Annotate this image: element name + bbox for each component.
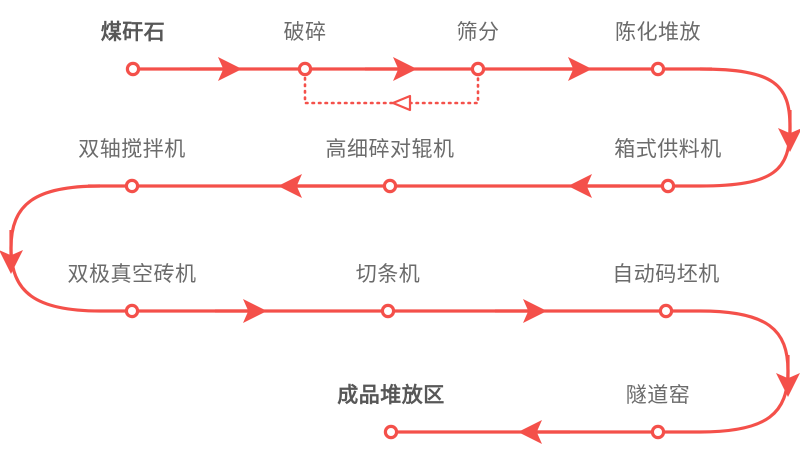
row-1-connectors <box>133 57 800 188</box>
process-node-label: 破碎 <box>283 21 327 44</box>
feedback-loop-connector <box>303 70 480 112</box>
process-node-circle[interactable] <box>125 61 141 77</box>
feedback-hollow-arrowhead <box>391 94 412 112</box>
uturn-left <box>9 184 101 313</box>
uturn-right-bottom <box>699 309 790 434</box>
process-node-label: 煤矸石 <box>100 21 166 44</box>
process-node-circle[interactable] <box>124 303 140 319</box>
process-node-label: 切条机 <box>355 263 421 286</box>
process-node-label: 筛分 <box>456 21 500 44</box>
row-3-connectors <box>100 299 800 434</box>
process-node-circle[interactable] <box>380 303 396 319</box>
row-2-connectors <box>0 174 700 313</box>
process-node-label: 高细碎对辊机 <box>325 138 455 161</box>
process-node-label: 隧道窑 <box>625 384 691 407</box>
process-node-label: 箱式供料机 <box>614 138 722 161</box>
process-node-label: 双轴搅拌机 <box>78 138 186 161</box>
process-node-circle[interactable] <box>382 178 398 194</box>
process-node-label: 成品堆放区 <box>337 384 445 407</box>
process-node-circle[interactable] <box>297 61 313 77</box>
process-node-label: 陈化堆放 <box>615 21 701 44</box>
process-node-circle[interactable] <box>650 424 666 440</box>
process-node-circle[interactable] <box>124 178 140 194</box>
process-node-label: 自动码坯机 <box>612 263 720 286</box>
process-node-circle[interactable] <box>470 61 486 77</box>
process-node-label: 双极真空砖机 <box>67 263 197 286</box>
process-node-circle[interactable] <box>383 424 399 440</box>
feedback-dotted-path <box>303 70 480 105</box>
node-circle-layer <box>124 61 676 440</box>
process-node-circle[interactable] <box>660 178 676 194</box>
uturn-right-top <box>699 67 792 188</box>
process-node-circle[interactable] <box>658 303 674 319</box>
process-node-circle[interactable] <box>650 61 666 77</box>
